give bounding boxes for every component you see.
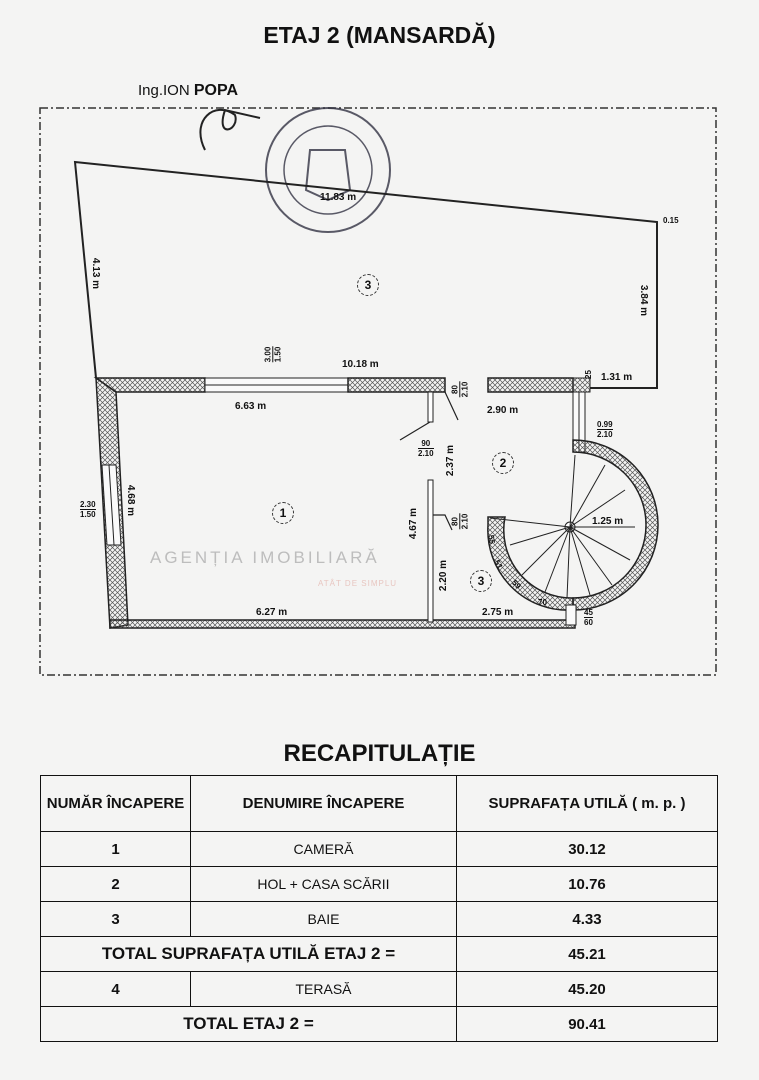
cell-name: HOL + CASA SCĂRII	[190, 866, 457, 902]
total-useful-row: TOTAL SUPRAFAȚA UTILĂ ETAJ 2 = 45.21	[40, 936, 718, 972]
engineer-name: Ing.ION POPA	[138, 82, 238, 100]
dim-right-terrace: 3.84 m	[638, 284, 650, 317]
door-swing	[399, 421, 431, 441]
spiral-staircase	[487, 439, 659, 626]
step-70: 70	[538, 598, 547, 607]
total-useful-value: 45.21	[456, 936, 718, 972]
dim-top-width: 11.83 m	[320, 192, 357, 203]
dim-room1-left: 4.68 m	[125, 484, 137, 517]
table-row: 1 CAMERĂ 30.12	[40, 831, 718, 867]
page-title: ETAJ 2 (MANSARDĂ)	[263, 22, 496, 48]
cell-area: 4.33	[456, 901, 718, 937]
engineer-surname: POPA	[193, 82, 239, 99]
dim-room1-bottom: 6.27 m	[256, 607, 288, 618]
header-area: SUPRAFAȚA UTILĂ ( m. p. )	[456, 775, 718, 832]
recap-table: NUMĂR ÎNCAPERE DENUMIRE ÎNCAPERE SUPRAFA…	[40, 775, 718, 1042]
bath-window	[565, 604, 577, 626]
dim-bath-width: 2.75 m	[482, 607, 514, 618]
step-55: 55	[486, 534, 497, 545]
dim-wall-25: 25	[583, 370, 593, 379]
dim-stair-radius: 1.25 m	[592, 516, 624, 527]
room-number-hall: 2	[492, 452, 514, 474]
total-useful-label: TOTAL SUPRAFAȚA UTILĂ ETAJ 2 =	[40, 936, 457, 972]
total-label: TOTAL ETAJ 2 =	[40, 1006, 457, 1042]
watermark-text: AGENȚIA IMOBILIARĂ	[150, 548, 380, 567]
dim-terrace-width: 10.18 m	[342, 359, 379, 370]
terrace-outline	[73, 160, 658, 389]
room-number-terrace: 3	[357, 274, 379, 296]
dim-room1-top: 6.63 m	[235, 401, 267, 412]
cell-name: BAIE	[190, 901, 457, 937]
dim-left-terrace: 4.13 m	[90, 257, 102, 290]
dim-right-top: 1.31 m	[601, 372, 633, 383]
door-swing	[444, 391, 459, 421]
dim-bath-height: 2.20 m	[438, 559, 450, 592]
recap-heading: RECAPITULAȚIE	[283, 740, 476, 767]
plot-boundary	[39, 107, 717, 676]
cell-num: 1	[40, 831, 191, 867]
header-number: NUMĂR ÎNCAPERE	[40, 775, 191, 832]
cell-num: 2	[40, 866, 191, 902]
dim-hall-top: 2.90 m	[487, 405, 519, 416]
cell-area: 10.76	[456, 866, 718, 902]
wall-top-hall	[487, 377, 574, 393]
dim-hall-height: 2.37 m	[445, 444, 457, 477]
dim-room1-right: 4.67 m	[408, 507, 420, 540]
header-name: DENUMIRE ÎNCAPERE	[190, 775, 457, 832]
room-number-room1: 1	[272, 502, 294, 524]
table-header: NUMĂR ÎNCAPERE DENUMIRE ÎNCAPERE SUPRAFA…	[40, 775, 718, 832]
table-row: 3 BAIE 4.33	[40, 901, 718, 937]
table-row: 2 HOL + CASA SCĂRII 10.76	[40, 866, 718, 902]
floor-plan	[39, 107, 717, 676]
signature	[199, 108, 261, 151]
engineer-prefix: Ing.ION	[138, 82, 190, 99]
wall-bottom	[109, 619, 576, 629]
cell-num: 3	[40, 901, 191, 937]
cell-area: 45.20	[456, 971, 718, 1007]
wall-top-mid	[347, 377, 446, 393]
wall-partition	[427, 391, 434, 423]
table-row: 4 TERASĂ 45.20	[40, 971, 718, 1007]
total-row: TOTAL ETAJ 2 = 90.41	[40, 1006, 718, 1042]
cell-name: CAMERĂ	[190, 831, 457, 867]
dim-right-offset: 0.15	[663, 216, 679, 225]
cell-area: 30.12	[456, 831, 718, 867]
total-value: 90.41	[456, 1006, 718, 1042]
watermark-slogan: ATÂT DE SIMPLU	[318, 579, 398, 588]
room-number-bath: 3	[470, 570, 492, 592]
cell-name: TERASĂ	[190, 971, 457, 1007]
cell-num: 4	[40, 971, 191, 1007]
stamp	[265, 107, 391, 233]
